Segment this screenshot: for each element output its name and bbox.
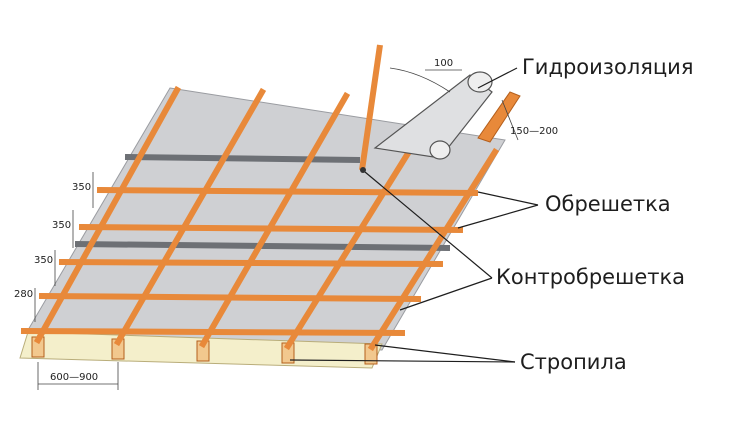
dim-spacing-1: 350 (72, 182, 91, 193)
overlap-arc (389, 67, 451, 93)
counter-batten (367, 147, 500, 352)
dim-spacing-bottom: 280 (14, 289, 33, 300)
leader-counter-battens-2 (399, 277, 493, 311)
membrane-roll (373, 74, 493, 159)
membrane-overlap-strip (124, 154, 361, 163)
batten-piece (477, 91, 521, 143)
dim-rafter-step: 600—900 (50, 372, 98, 383)
label-counter-battens: Контробрешетка (496, 265, 686, 289)
label-battens: Обрешетка (545, 192, 671, 216)
leader-counter-battens-1 (364, 171, 493, 279)
batten (20, 327, 406, 337)
raised-counter-batten (359, 44, 383, 171)
dim-spacing-2: 350 (52, 220, 71, 231)
batten (78, 223, 464, 234)
leader-rafters-1 (374, 344, 516, 363)
label-waterproofing: Гидроизоляция (522, 55, 694, 79)
membrane-sheet (27, 87, 506, 351)
dim-membrane-gap: 150—200 (510, 126, 558, 137)
dim-overlap: 100 (434, 58, 453, 69)
battens (20, 186, 479, 337)
batten (38, 292, 422, 303)
counter-batten (198, 91, 351, 349)
nail-point (360, 167, 366, 173)
roll-end (429, 140, 451, 160)
roll-end (467, 71, 493, 93)
dim-spacing-3: 350 (34, 255, 53, 266)
gap-dim (501, 99, 519, 141)
batten (58, 258, 444, 268)
leader-battens-2 (457, 204, 539, 229)
leader-lines (289, 67, 539, 363)
dimension-lines (34, 67, 519, 390)
label-rafters: Стропила (520, 350, 627, 374)
leader-battens-1 (477, 191, 539, 206)
batten (96, 186, 479, 197)
leader-rafters-2 (289, 359, 516, 363)
counter-batten (113, 87, 267, 347)
leader-waterproofing (477, 67, 518, 89)
